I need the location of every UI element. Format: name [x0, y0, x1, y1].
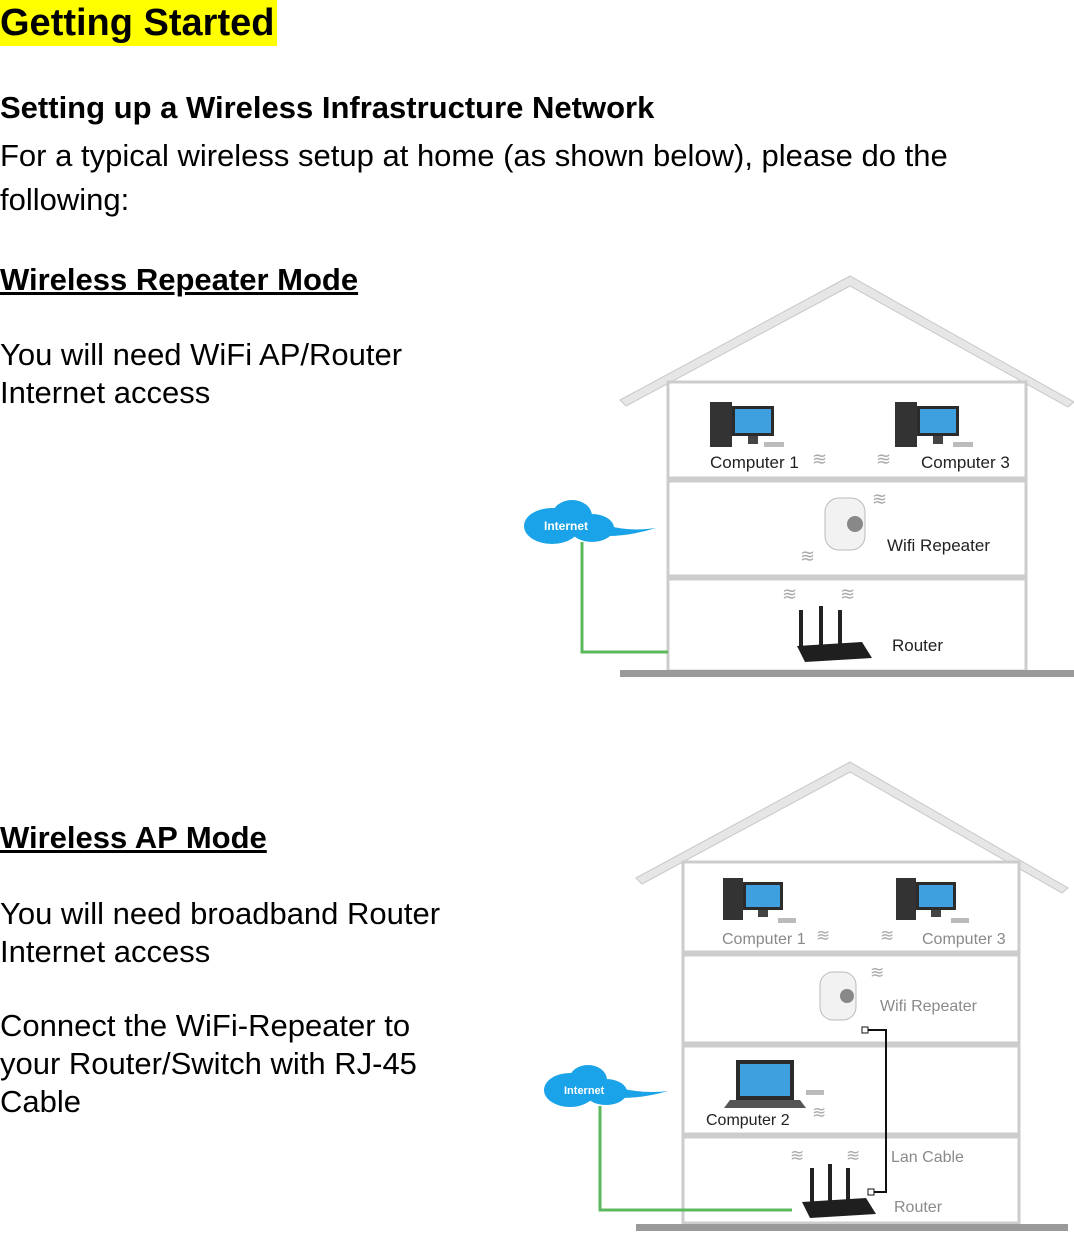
ap-instructions: Connect the WiFi-Repeater to your Router…	[0, 1007, 417, 1121]
ap-requirements: You will need broadband Router Internet …	[0, 895, 440, 971]
computer-1-icon	[723, 878, 796, 923]
repeater-label: Wifi Repeater	[887, 536, 990, 555]
house-ground	[636, 1224, 1068, 1231]
wifi-signal-icon: ≋	[880, 926, 894, 945]
wifi-signal-icon: ≋	[876, 449, 891, 469]
router-label: Router	[894, 1199, 943, 1216]
wifi-signal-icon: ≋	[812, 449, 827, 469]
section-subheading: Setting up a Wireless Infrastructure Net…	[0, 90, 655, 125]
ap-req-line-1: You will need broadband Router	[0, 896, 441, 931]
internet-cloud-icon	[544, 1065, 668, 1107]
ap-instr-line-3: Cable	[0, 1084, 81, 1119]
computer-3-label: Computer 3	[922, 931, 1006, 948]
computer-2-label: Computer 2	[706, 1112, 790, 1129]
intro-paragraph: For a typical wireless setup at home (as…	[0, 134, 948, 222]
intro-line-1: For a typical wireless setup at home (as…	[0, 138, 948, 173]
computer-2-laptop-icon	[724, 1060, 824, 1108]
computer-3-icon	[896, 878, 969, 923]
ap-mode-diagram: Internet Computer 1 ≋ Computer 3 ≋ ≋ Wif…	[544, 761, 1069, 1231]
house-roof	[635, 761, 1069, 894]
wifi-signal-icon: ≋	[782, 584, 797, 604]
wifi-signal-icon: ≋	[812, 1103, 826, 1122]
repeater-label: Wifi Repeater	[880, 998, 978, 1015]
house-ground	[620, 670, 1074, 677]
internet-cable	[580, 542, 668, 654]
wifi-signal-icon: ≋	[870, 963, 884, 982]
cloud-label: Internet	[564, 1085, 605, 1097]
wifi-signal-icon: ≋	[840, 584, 855, 604]
lan-cable-label: Lan Cable	[891, 1149, 964, 1166]
repeater-mode-diagram: Internet Computer 1 ≋ Computer 3 ≋ ≋ ≋ W…	[524, 275, 1074, 677]
internet-cable	[598, 1106, 792, 1212]
router-label: Router	[892, 636, 943, 655]
ap-instr-line-1: Connect the WiFi-Repeater to	[0, 1008, 411, 1043]
repeater-req-line-2: Internet access	[0, 375, 211, 410]
computer-3-label: Computer 3	[921, 453, 1010, 472]
computer-1-icon	[710, 402, 784, 447]
repeater-req-line-1: You will need WiFi AP/Router	[0, 337, 403, 372]
router-icon	[802, 1164, 876, 1218]
ap-mode-title: Wireless AP Mode	[0, 820, 267, 855]
lan-port-router	[867, 1188, 875, 1196]
house-roof	[619, 275, 1074, 408]
internet-cloud-icon	[524, 500, 656, 544]
lan-port-repeater	[861, 1026, 869, 1034]
page-title: Getting Started	[0, 0, 278, 46]
repeater-requirements: You will need WiFi AP/Router Internet ac…	[0, 336, 402, 412]
wifi-signal-icon: ≋	[816, 926, 830, 945]
computer-3-icon	[895, 402, 973, 447]
intro-line-2: following:	[0, 182, 130, 217]
wifi-signal-icon: ≋	[872, 489, 887, 509]
repeater-mode-title: Wireless Repeater Mode	[0, 262, 359, 297]
wifi-signal-icon: ≋	[846, 1146, 860, 1165]
computer-1-label: Computer 1	[710, 453, 799, 472]
wifi-signal-icon: ≋	[790, 1146, 804, 1165]
wifi-repeater-icon	[824, 497, 866, 551]
wifi-repeater-icon	[819, 971, 857, 1021]
ap-instr-line-2: your Router/Switch with RJ-45	[0, 1046, 417, 1081]
cloud-label: Internet	[544, 519, 588, 533]
ap-req-line-2: Internet access	[0, 934, 211, 969]
wifi-signal-icon: ≋	[800, 546, 815, 566]
computer-1-label: Computer 1	[722, 931, 806, 948]
lan-cable-line	[866, 1029, 887, 1193]
router-icon	[797, 606, 872, 662]
